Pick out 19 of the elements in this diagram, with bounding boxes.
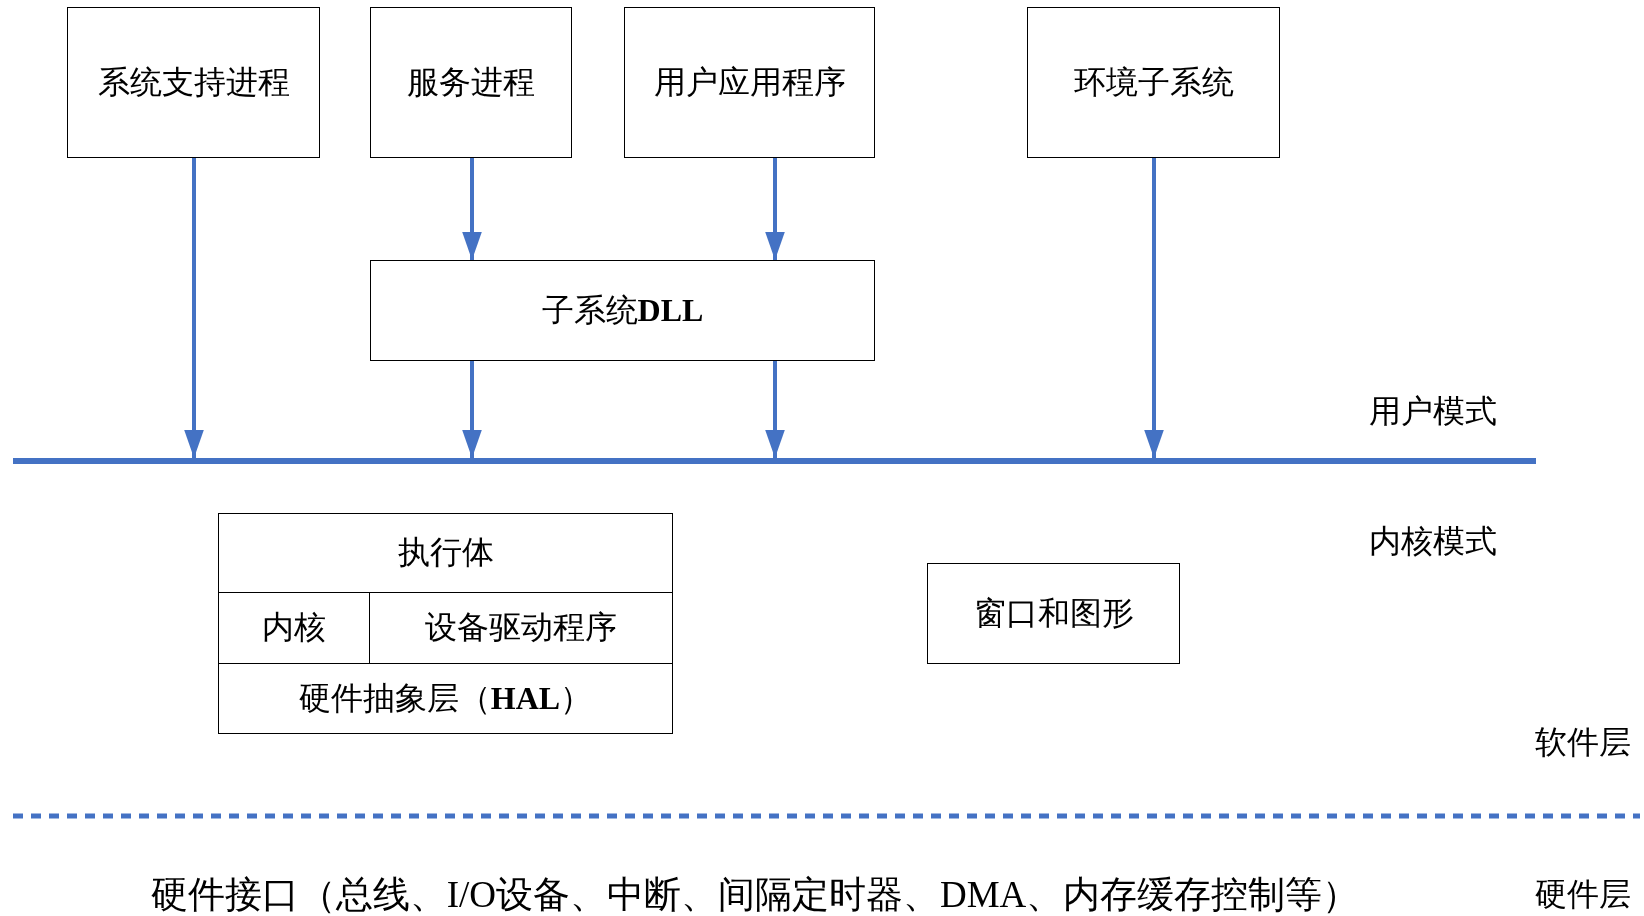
process-box: 系统支持进程: [67, 7, 320, 158]
arrow: [184, 158, 204, 458]
table-cell: 执行体: [218, 513, 673, 593]
mode-label: 内核模式: [1369, 522, 1497, 561]
layer-label: 硬件层: [1535, 875, 1631, 914]
arrow: [1144, 158, 1164, 458]
mode-label: 用户模式: [1369, 392, 1497, 431]
hardware-interface-text: 硬件接口（总线、I/O设备、中断、间隔定时器、DMA、内存缓存控制等）: [150, 873, 1360, 916]
arrow: [765, 158, 785, 260]
layer-label: 软件层: [1535, 723, 1631, 762]
process-box: 环境子系统: [1027, 7, 1280, 158]
process-box: 用户应用程序: [624, 7, 875, 158]
arrow: [462, 361, 482, 458]
process-box: 服务进程: [370, 7, 572, 158]
process-box: 子系统DLL: [370, 260, 875, 361]
process-box: 窗口和图形: [927, 563, 1180, 664]
arrow: [765, 361, 785, 458]
table-cell: 硬件抽象层（HAL）: [218, 663, 673, 734]
arrow: [462, 158, 482, 260]
